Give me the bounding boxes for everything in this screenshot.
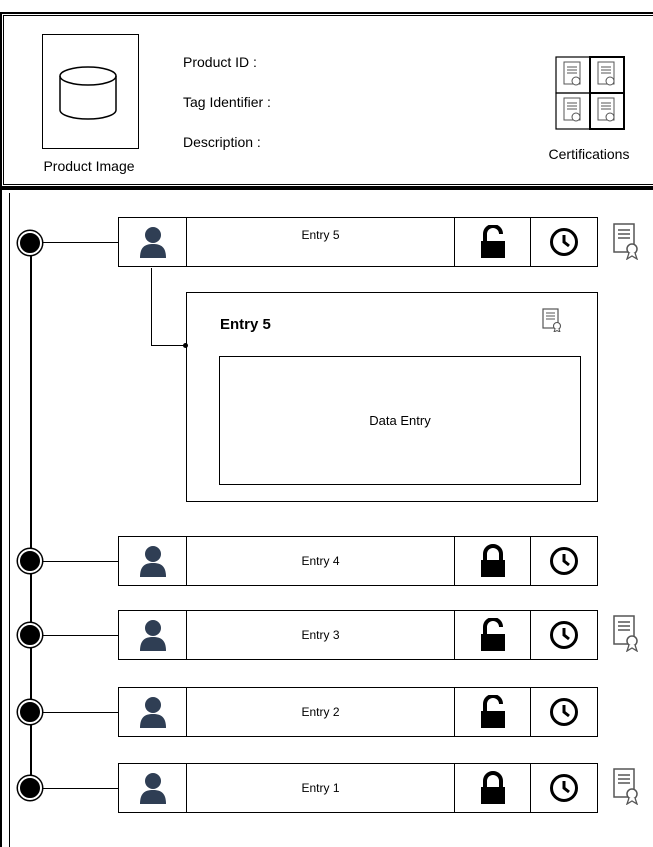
entry-label: Entry 4 xyxy=(187,537,455,585)
timeline-connector xyxy=(43,712,119,714)
detail-connector xyxy=(151,268,153,346)
unlock-icon[interactable] xyxy=(455,688,531,736)
certifications-caption: Certifications xyxy=(548,146,630,162)
certificates-icon xyxy=(555,56,625,130)
entry-row-1[interactable]: Entry 1 xyxy=(118,763,598,813)
entry-label: Entry 3 xyxy=(187,611,455,659)
entry-row-4[interactable]: Entry 4 xyxy=(118,536,598,586)
user-icon xyxy=(119,764,187,812)
entry-row-2[interactable]: Entry 2 xyxy=(118,687,598,737)
certifications-grid[interactable] xyxy=(555,56,625,130)
unlock-icon[interactable] xyxy=(455,611,531,659)
certificate-icon[interactable] xyxy=(541,308,565,337)
product-id-label: Product ID : xyxy=(183,54,257,70)
data-entry-label: Data Entry xyxy=(369,413,431,428)
clock-icon[interactable] xyxy=(531,688,597,736)
unlock-icon[interactable] xyxy=(455,218,531,266)
timeline-node-entry-3[interactable] xyxy=(18,623,42,647)
entry-label: Entry 1 xyxy=(187,764,455,812)
detail-connector-dot xyxy=(183,343,188,348)
certificate-icon[interactable] xyxy=(612,767,644,810)
lock-icon[interactable] xyxy=(455,537,531,585)
product-header xyxy=(0,12,653,188)
timeline-connector xyxy=(43,561,119,563)
clock-icon[interactable] xyxy=(531,764,597,812)
detail-title: Entry 5 xyxy=(220,316,271,333)
lock-icon[interactable] xyxy=(455,764,531,812)
product-image-caption: Product Image xyxy=(43,158,135,174)
entry-row-5[interactable]: Entry 5 xyxy=(118,217,598,267)
entry-row-3[interactable]: Entry 3 xyxy=(118,610,598,660)
timeline-node-entry-2[interactable] xyxy=(18,700,42,724)
entry-label: Entry 5 xyxy=(187,218,455,266)
clock-icon[interactable] xyxy=(531,537,597,585)
timeline-node-entry-4[interactable] xyxy=(18,549,42,573)
timeline-connector xyxy=(43,242,119,244)
timeline-node-entry-5[interactable] xyxy=(18,231,42,255)
entry-detail-panel xyxy=(186,292,598,502)
product-image[interactable] xyxy=(42,34,139,149)
timeline-panel xyxy=(0,188,653,847)
timeline-node-entry-1[interactable] xyxy=(18,776,42,800)
user-icon xyxy=(119,537,187,585)
entry-label: Entry 2 xyxy=(187,688,455,736)
detail-connector xyxy=(151,345,187,347)
user-icon xyxy=(119,611,187,659)
description-label: Description : xyxy=(183,134,261,150)
certificate-icon[interactable] xyxy=(612,614,644,657)
database-icon xyxy=(59,66,117,120)
timeline-spine xyxy=(30,243,32,788)
certificate-icon[interactable] xyxy=(612,222,644,265)
timeline-connector xyxy=(43,788,119,790)
user-icon xyxy=(119,218,187,266)
user-icon xyxy=(119,688,187,736)
clock-icon[interactable] xyxy=(531,611,597,659)
data-entry-box[interactable]: Data Entry xyxy=(219,356,581,485)
timeline-connector xyxy=(43,635,119,637)
clock-icon[interactable] xyxy=(531,218,597,266)
tag-identifier-label: Tag Identifier : xyxy=(183,94,271,110)
